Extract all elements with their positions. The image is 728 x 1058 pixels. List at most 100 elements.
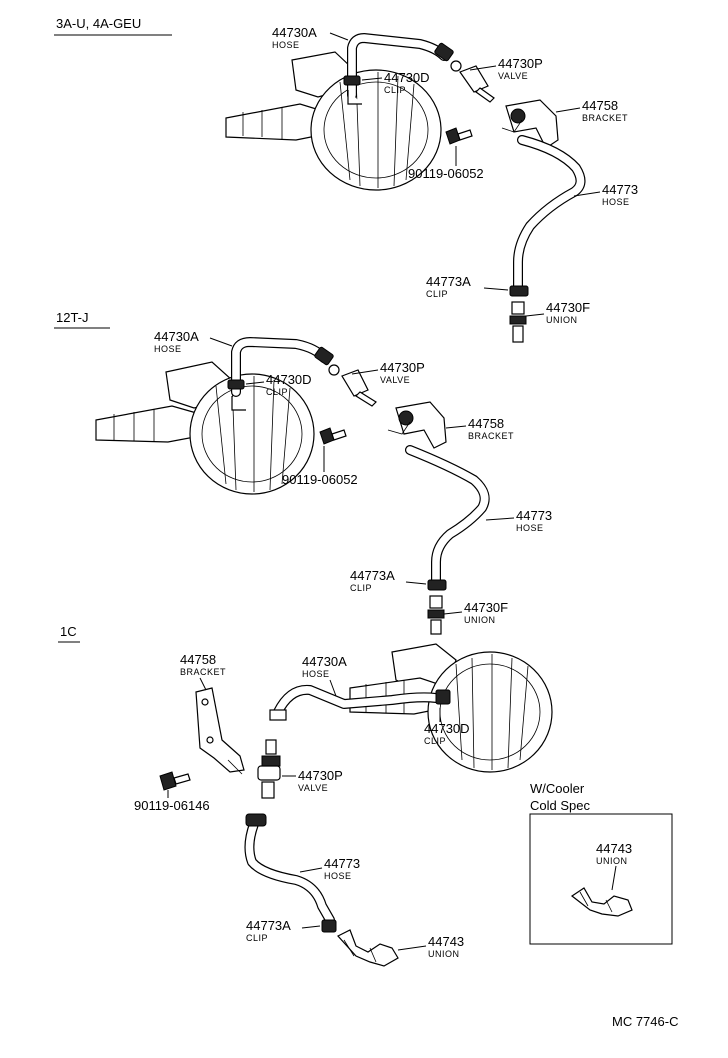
svg-text:44730F: 44730F — [464, 600, 508, 615]
svg-text:HOSE: HOSE — [272, 40, 300, 50]
svg-text:44758: 44758 — [180, 652, 216, 667]
svg-text:44758: 44758 — [582, 98, 618, 113]
bracket-44758 — [501, 99, 559, 149]
callout-44730a: 44730A HOSE — [302, 654, 347, 697]
svg-text:44743: 44743 — [428, 934, 464, 949]
hose-44773 — [244, 819, 335, 925]
svg-text:BRACKET: BRACKET — [468, 431, 514, 441]
inset-part-name: UNION — [596, 856, 628, 866]
hose-44773 — [513, 135, 586, 295]
svg-text:CLIP: CLIP — [246, 933, 268, 943]
svg-text:44730A: 44730A — [302, 654, 347, 669]
clip-44730d — [227, 379, 246, 411]
callout-44730f: 44730F UNION — [525, 300, 590, 325]
inset-title-line1: W/Cooler — [530, 781, 585, 796]
bracket-44758 — [387, 401, 447, 449]
figure-code: MC 7746-C — [612, 1014, 678, 1029]
clip-44773a — [509, 285, 529, 297]
callout-90119-06146: 90119-06146 — [134, 790, 210, 813]
svg-text:HOSE: HOSE — [516, 523, 544, 533]
svg-text:HOSE: HOSE — [302, 669, 330, 679]
brake-booster — [225, 51, 442, 191]
callout-44773a: 44773A CLIP — [246, 918, 321, 943]
bracket-44758 — [195, 687, 245, 775]
bolt-90119-06052 — [445, 127, 473, 145]
svg-text:44730D: 44730D — [424, 721, 470, 736]
svg-text:UNION: UNION — [464, 615, 496, 625]
svg-text:44730D: 44730D — [266, 372, 312, 387]
clip-44730d — [269, 689, 451, 721]
callout-44773: 44773 HOSE — [485, 508, 552, 533]
svg-text:44758: 44758 — [468, 416, 504, 431]
section-title: 3A-U, 4A-GEU — [56, 16, 141, 31]
svg-text:44773A: 44773A — [246, 918, 291, 933]
valve-44730p — [434, 42, 495, 103]
svg-text:CLIP: CLIP — [426, 289, 448, 299]
svg-text:44773A: 44773A — [426, 274, 471, 289]
hose-44773 — [405, 445, 490, 589]
clip-44773a — [245, 813, 337, 933]
callout-44730d: 44730D CLIP — [361, 70, 430, 95]
callout-44758: 44758 BRACKET — [180, 652, 226, 691]
svg-text:BRACKET: BRACKET — [180, 667, 226, 677]
svg-text:CLIP: CLIP — [350, 583, 372, 593]
svg-text:44730D: 44730D — [384, 70, 430, 85]
callout-44730f: 44730F UNION — [443, 600, 508, 625]
section-title: 12T-J — [56, 310, 89, 325]
callout-44730a: 44730A HOSE — [272, 25, 349, 50]
callout-44730a: 44730A HOSE — [154, 329, 233, 354]
inset-title-line2: Cold Spec — [530, 798, 590, 813]
svg-text:44773: 44773 — [324, 856, 360, 871]
svg-text:UNION: UNION — [428, 949, 460, 959]
svg-text:44730A: 44730A — [154, 329, 199, 344]
svg-text:44773: 44773 — [602, 182, 638, 197]
svg-text:CLIP: CLIP — [424, 736, 446, 746]
callout-90119-06052: 90119-06052 — [282, 446, 358, 487]
section-1c: 1C — [58, 624, 553, 967]
svg-text:44730P: 44730P — [298, 768, 343, 783]
svg-text:44730P: 44730P — [380, 360, 425, 375]
union-44743-inset — [570, 887, 633, 917]
svg-text:90119-06052: 90119-06052 — [282, 472, 358, 487]
inset-frame — [529, 813, 673, 945]
svg-text:VALVE: VALVE — [380, 375, 410, 385]
svg-text:44773A: 44773A — [350, 568, 395, 583]
callout-44773: 44773 HOSE — [573, 182, 638, 207]
svg-text:VALVE: VALVE — [298, 783, 328, 793]
callout-44730d: 44730D CLIP — [424, 708, 470, 746]
hose-44730a — [273, 684, 441, 717]
callout-44758: 44758 BRACKET — [445, 416, 514, 441]
valve-44730p — [314, 346, 377, 407]
svg-text:HOSE: HOSE — [154, 344, 182, 354]
union-44730f — [427, 595, 445, 635]
svg-text:BRACKET: BRACKET — [582, 113, 628, 123]
brake-booster — [95, 361, 315, 495]
section-3a-u-4a-geu: 3A-U, 4A-GEU — [54, 16, 638, 343]
svg-text:UNION: UNION — [546, 315, 578, 325]
callout-44773: 44773 HOSE — [299, 856, 360, 881]
bolt-90119-06052 — [319, 427, 347, 445]
callout-44730d: 44730D CLIP — [245, 372, 312, 397]
inset-leader — [611, 865, 617, 891]
svg-text:HOSE: HOSE — [324, 871, 352, 881]
svg-text:44730F: 44730F — [546, 300, 590, 315]
inset-part-number: 44743 — [596, 841, 632, 856]
valve-44730p — [257, 739, 281, 799]
callout-44773a: 44773A CLIP — [350, 568, 427, 593]
inset-cooler-cold-spec: W/Cooler Cold Spec 44743 UNION — [529, 781, 673, 945]
callout-44730p: 44730P VALVE — [282, 768, 343, 793]
section-12t-j: 12T-J — [54, 310, 552, 635]
brake-booster — [349, 643, 553, 773]
callout-44758: 44758 BRACKET — [555, 98, 628, 123]
svg-text:90119-06052: 90119-06052 — [408, 166, 484, 181]
svg-text:HOSE: HOSE — [602, 197, 630, 207]
clip-44773a — [427, 579, 447, 591]
callout-44773a: 44773A CLIP — [426, 274, 509, 299]
svg-text:90119-06146: 90119-06146 — [134, 798, 210, 813]
clip-44730d — [343, 75, 362, 105]
section-title: 1C — [60, 624, 77, 639]
svg-text:44730A: 44730A — [272, 25, 317, 40]
callout-90119-06052: 90119-06052 — [408, 146, 484, 181]
